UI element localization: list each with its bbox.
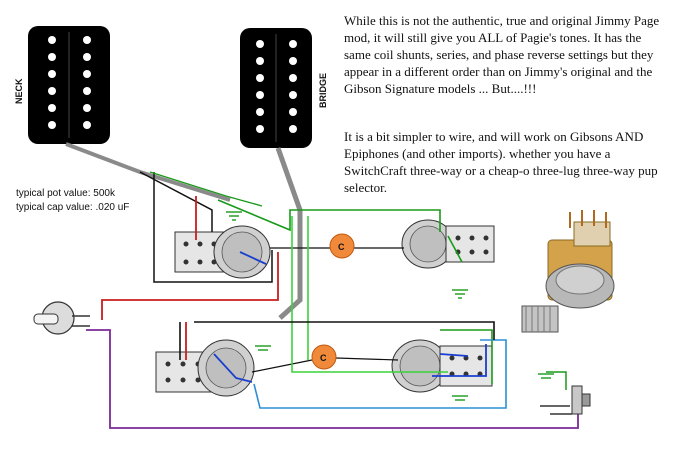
- volume-pot-neck: [174, 225, 271, 279]
- bridge-lead-shield: [275, 147, 303, 320]
- description-paragraph-1: While this is not the authentic, true an…: [344, 13, 660, 96]
- neck-pickup: NECK: [14, 26, 110, 144]
- wire-jack-ground: [546, 371, 567, 390]
- capacitor-bottom-label: C: [320, 353, 327, 363]
- neck-label: NECK: [14, 78, 24, 104]
- pot-value-note: typical pot value: 500k: [16, 188, 115, 199]
- tone-pot-neck: [401, 219, 495, 269]
- wire-green-neck: [149, 171, 263, 207]
- capacitor-bottom: C: [251, 344, 399, 373]
- wire-lightblue: [253, 339, 507, 409]
- wire-green-right: [440, 235, 493, 384]
- wire-red-upper: [101, 196, 279, 320]
- wire-purple: [86, 329, 579, 429]
- neck-pickup-poles: [48, 36, 91, 129]
- volume-pot-bridge: [155, 339, 255, 397]
- wire-black-neck: [139, 171, 213, 232]
- wire-green-upper: [217, 199, 441, 232]
- ground-symbols: [226, 211, 554, 401]
- output-jack: [540, 385, 591, 415]
- capacitor-top-label: C: [338, 242, 345, 252]
- wire-blue-right: [432, 344, 487, 377]
- wire-black-lower: [179, 321, 495, 360]
- wire-black-neck-loop: [153, 172, 273, 283]
- bridge-label: BRIDGE: [318, 73, 328, 108]
- wire-blue-lower: [213, 353, 253, 383]
- three-way-switch: [33, 301, 90, 335]
- wiring: [86, 171, 579, 429]
- cap-value-note: typical cap value: .020 uF: [16, 202, 130, 213]
- wire-lime-loop: [291, 216, 448, 373]
- description-paragraph-2: It is a bit simpler to wire, and will wo…: [344, 129, 658, 195]
- tone-pot-bridge: [391, 339, 493, 393]
- bridge-pickup-poles: [256, 40, 297, 133]
- wire-blue-upper: [239, 251, 267, 265]
- push-pull-pot-photo: [521, 210, 615, 333]
- capacitor-top: C: [270, 233, 404, 259]
- bridge-pickup: BRIDGE: [240, 28, 328, 148]
